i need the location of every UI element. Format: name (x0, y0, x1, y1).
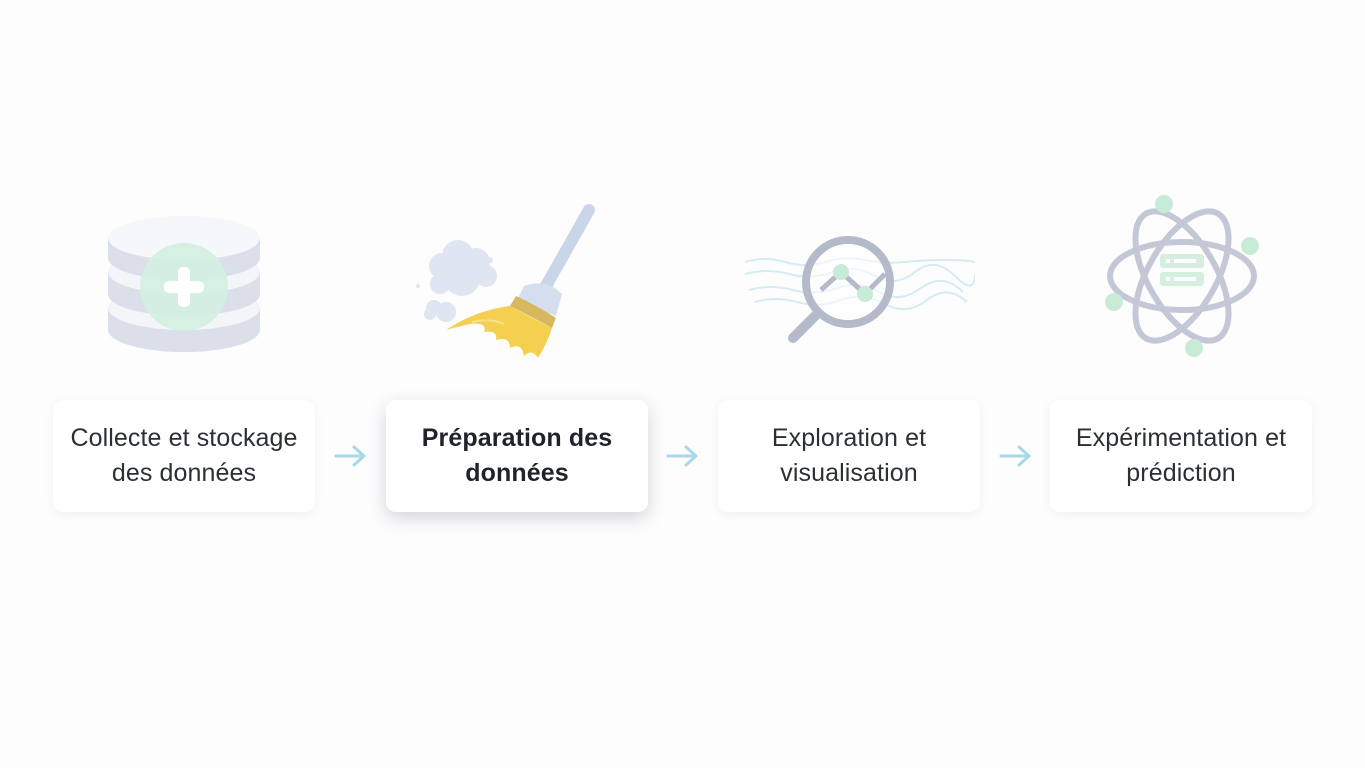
arrow-right-icon (999, 443, 1033, 469)
step-card-exploration[interactable]: Exploration et visualisation (718, 400, 980, 512)
step-label-preparation: Préparation des données (421, 424, 613, 487)
step-label-exploration: Exploration et visualisation (771, 424, 927, 487)
broom-icon (406, 190, 606, 370)
magnifier-chart-icon (745, 190, 975, 370)
step-label-experimentation: Expérimentation et prédiction (1075, 424, 1287, 487)
step-label-collecte: Collecte et stockage des données (70, 424, 298, 487)
step-card-preparation[interactable]: Préparation des données (386, 400, 648, 512)
step-card-collecte[interactable]: Collecte et stockage des données (53, 400, 315, 512)
arrow-right-icon (666, 443, 700, 469)
arrow-right-icon (334, 443, 368, 469)
atom-server-icon (1082, 190, 1282, 370)
database-plus-icon (84, 190, 284, 370)
step-card-experimentation[interactable]: Expérimentation et prédiction (1050, 400, 1312, 512)
